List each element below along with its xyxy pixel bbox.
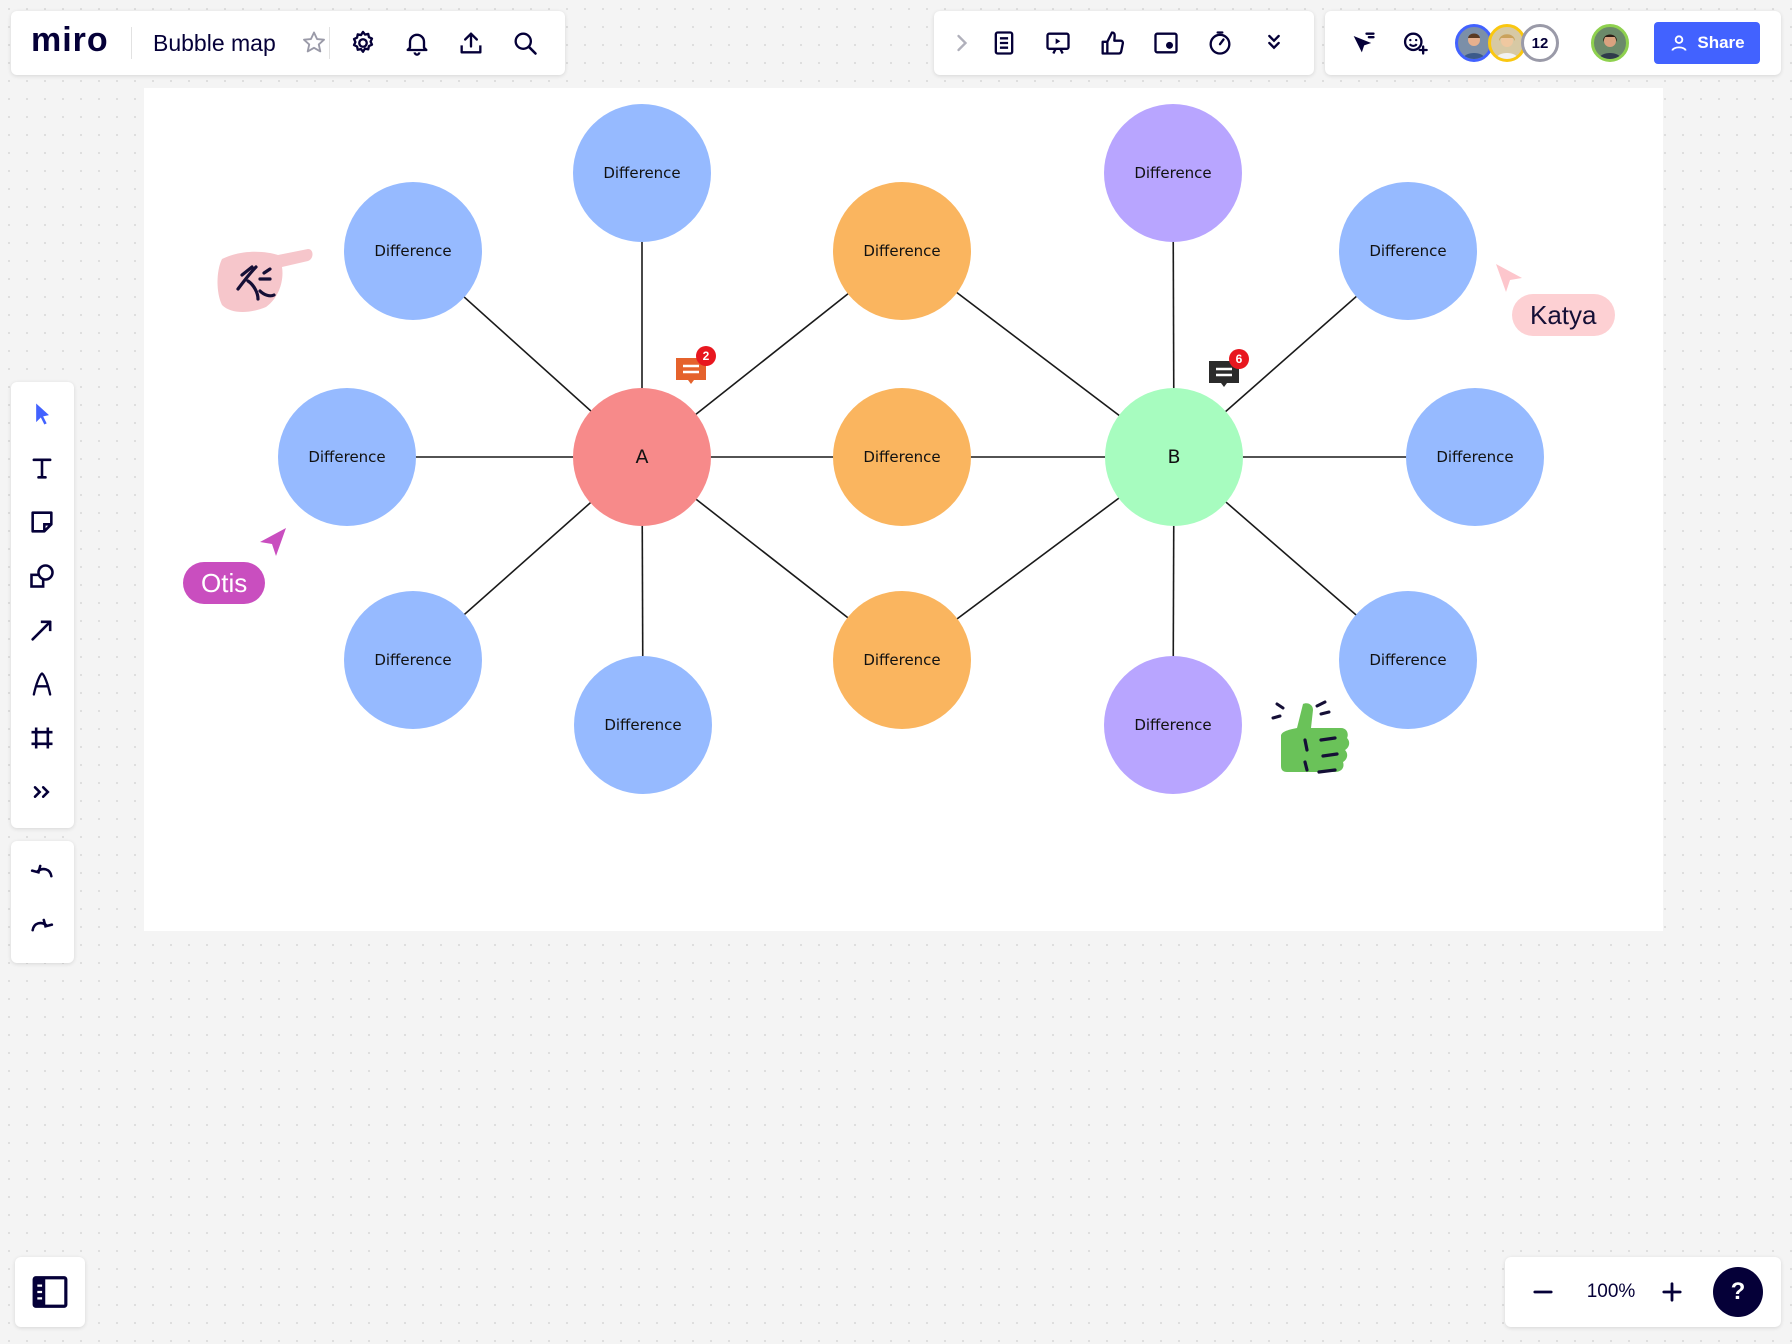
present-icon[interactable] — [1038, 23, 1078, 63]
bubble-label: Difference — [604, 716, 681, 734]
bubble-label: Difference — [1369, 651, 1446, 669]
chevron-double-down-icon[interactable] — [1254, 23, 1294, 63]
bubble-label: Difference — [374, 242, 451, 260]
avatar[interactable] — [1591, 24, 1629, 62]
share-button[interactable]: Share — [1654, 22, 1760, 64]
bubble-label: Difference — [1436, 448, 1513, 466]
difference-bubble[interactable]: Difference — [1406, 388, 1544, 526]
sidebar-toggle-icon[interactable] — [30, 1272, 70, 1312]
difference-bubble[interactable]: Difference — [833, 182, 971, 320]
bubble-label: Difference — [308, 448, 385, 466]
zoom-out-icon[interactable] — [1523, 1272, 1563, 1312]
select-icon[interactable] — [22, 394, 62, 434]
upload-icon[interactable] — [451, 23, 491, 63]
center-bubble-b[interactable]: B — [1105, 388, 1243, 526]
participant-count-badge[interactable]: 12 — [1521, 24, 1559, 62]
add-reaction-icon[interactable] — [1395, 23, 1435, 63]
divider — [329, 27, 330, 59]
search-icon[interactable] — [505, 23, 545, 63]
difference-bubble[interactable]: Difference — [574, 656, 712, 794]
difference-bubble[interactable]: Difference — [1104, 656, 1242, 794]
difference-bubble[interactable]: Difference — [833, 591, 971, 729]
bubble-label: Difference — [1134, 716, 1211, 734]
cursor-arrow-otis — [256, 526, 290, 560]
zoom-panel: 100% ? — [1505, 1257, 1781, 1327]
top-center-panel — [934, 11, 1314, 75]
arrow-icon[interactable] — [22, 610, 62, 650]
bubble-label: B — [1167, 446, 1180, 468]
gear-icon[interactable] — [343, 23, 383, 63]
thumbs-up-sticker[interactable] — [1269, 696, 1359, 796]
user-icon — [1669, 33, 1689, 53]
star-icon[interactable] — [294, 23, 334, 63]
text-icon[interactable] — [22, 448, 62, 488]
help-label: ? — [1731, 1278, 1746, 1306]
bubble-label: Difference — [1369, 242, 1446, 260]
shapes-icon[interactable] — [22, 556, 62, 596]
undo-icon[interactable] — [22, 855, 62, 895]
zoom-level[interactable]: 100% — [1577, 1281, 1645, 1303]
comment-icon[interactable]: 6 — [1207, 359, 1241, 389]
bubble-label: Difference — [603, 164, 680, 182]
difference-bubble[interactable]: Difference — [344, 182, 482, 320]
bubble-label: Difference — [863, 651, 940, 669]
thumbs-up-icon[interactable] — [1092, 23, 1132, 63]
miro-logo[interactable]: miro — [31, 21, 109, 60]
chevron-right-icon[interactable] — [942, 23, 982, 63]
bottom-left-panel — [15, 1257, 85, 1327]
cursor-filter-icon[interactable] — [1343, 23, 1383, 63]
comment-count-badge: 6 — [1229, 349, 1249, 369]
bubble-label: Difference — [1134, 164, 1211, 182]
top-right-panel: 12 Share — [1325, 11, 1781, 75]
difference-bubble[interactable]: Difference — [573, 104, 711, 242]
difference-bubble[interactable]: Difference — [344, 591, 482, 729]
difference-bubble[interactable]: Difference — [278, 388, 416, 526]
board-title[interactable]: Bubble map — [153, 30, 276, 57]
board-frame[interactable]: A B Difference Difference Difference Dif… — [144, 88, 1663, 931]
difference-bubble[interactable]: Difference — [1339, 182, 1477, 320]
bubble-label: Difference — [863, 242, 940, 260]
cursor-tag-katya: Katya — [1512, 294, 1615, 336]
comment-count-badge: 2 — [696, 346, 716, 366]
cursor-tag-otis: Otis — [183, 562, 265, 604]
bubble-label: A — [636, 446, 649, 468]
bubble-label: Difference — [374, 651, 451, 669]
cursor-name: Katya — [1530, 300, 1597, 331]
sticky-note-icon[interactable] — [22, 502, 62, 542]
bubble-label: Difference — [863, 448, 940, 466]
cursor-name: Otis — [201, 568, 247, 599]
left-toolbar — [11, 382, 74, 828]
difference-bubble[interactable]: Difference — [1104, 104, 1242, 242]
help-button[interactable]: ? — [1713, 1267, 1763, 1317]
comment-icon[interactable]: 2 — [674, 356, 708, 386]
participant-count: 12 — [1532, 35, 1549, 52]
history-toolbar — [11, 841, 74, 963]
more-icon[interactable] — [22, 772, 62, 812]
zoom-in-icon[interactable] — [1652, 1272, 1692, 1312]
redo-icon[interactable] — [22, 909, 62, 949]
pointing-hand-sticker[interactable] — [214, 243, 314, 323]
cursor-arrow-katya — [1492, 260, 1526, 294]
top-left-panel: miro Bubble map — [11, 11, 565, 75]
frame-icon[interactable] — [22, 718, 62, 758]
divider — [131, 27, 132, 59]
notes-icon[interactable] — [984, 23, 1024, 63]
screen-share-icon[interactable] — [1146, 23, 1186, 63]
timer-icon[interactable] — [1200, 23, 1240, 63]
difference-bubble[interactable]: Difference — [1339, 591, 1477, 729]
center-bubble-a[interactable]: A — [573, 388, 711, 526]
pen-icon[interactable] — [22, 664, 62, 704]
difference-bubble[interactable]: Difference — [833, 388, 971, 526]
bell-icon[interactable] — [397, 23, 437, 63]
share-label: Share — [1697, 33, 1744, 53]
